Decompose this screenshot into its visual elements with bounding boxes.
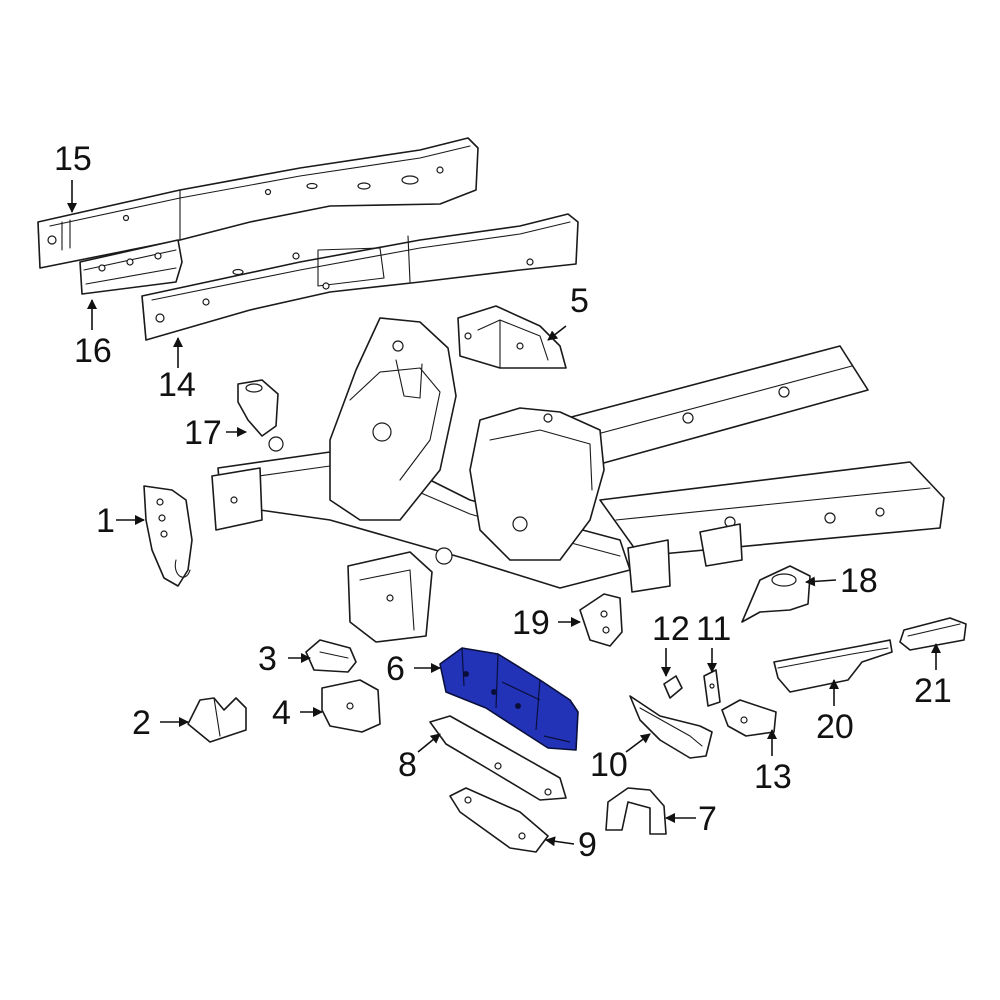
callout-1: 1 [96,502,115,540]
part-2-bracket [187,697,247,743]
main-frame-assembly [211,317,945,643]
callout-13: 13 [754,758,792,796]
part-8-brace [429,715,567,801]
part-4-bracket [321,679,381,733]
part-13-bracket [721,699,777,737]
callout-19: 19 [512,604,550,642]
part-19-bracket [579,593,623,647]
part-14-frame-rail [141,213,579,341]
part-21-channel [899,617,967,651]
callout-17: 17 [184,414,222,452]
part-18-mount [741,565,811,623]
part-17-bracket [237,379,279,437]
part-12-pin [663,675,683,699]
callout-2: 2 [132,704,151,742]
callout-6: 6 [386,650,405,688]
callout-3: 3 [258,640,277,678]
callout-10: 10 [590,746,628,784]
part-15-frame-rail [37,137,479,269]
part-5-bracket [457,305,567,369]
callout-5: 5 [570,282,589,320]
callout-8: 8 [398,746,417,784]
part-16-bracket [79,239,183,295]
callout-16: 16 [74,332,112,370]
callout-15: 15 [54,140,92,178]
part-20-tray [773,639,893,693]
callout-18: 18 [840,562,878,600]
callout-labels: 15 16 14 5 17 1 18 19 12 11 3 6 21 4 2 2… [54,140,952,864]
part-7-strap [605,787,667,835]
part-1-bracket [143,485,193,587]
part-11-plate [703,669,721,707]
callout-14: 14 [158,366,196,404]
callout-20: 20 [816,708,854,746]
callout-4: 4 [272,694,291,732]
callout-12: 12 [652,610,690,648]
part-6-highlighted[interactable] [439,647,579,751]
callout-9: 9 [578,826,597,864]
leader-arrows [67,180,941,847]
part-10-brace [629,695,713,759]
callout-7: 7 [698,800,717,838]
callout-11: 11 [696,610,731,648]
part-9-plate [449,787,549,853]
part-3-bracket [305,639,357,673]
callout-21: 21 [914,672,952,710]
